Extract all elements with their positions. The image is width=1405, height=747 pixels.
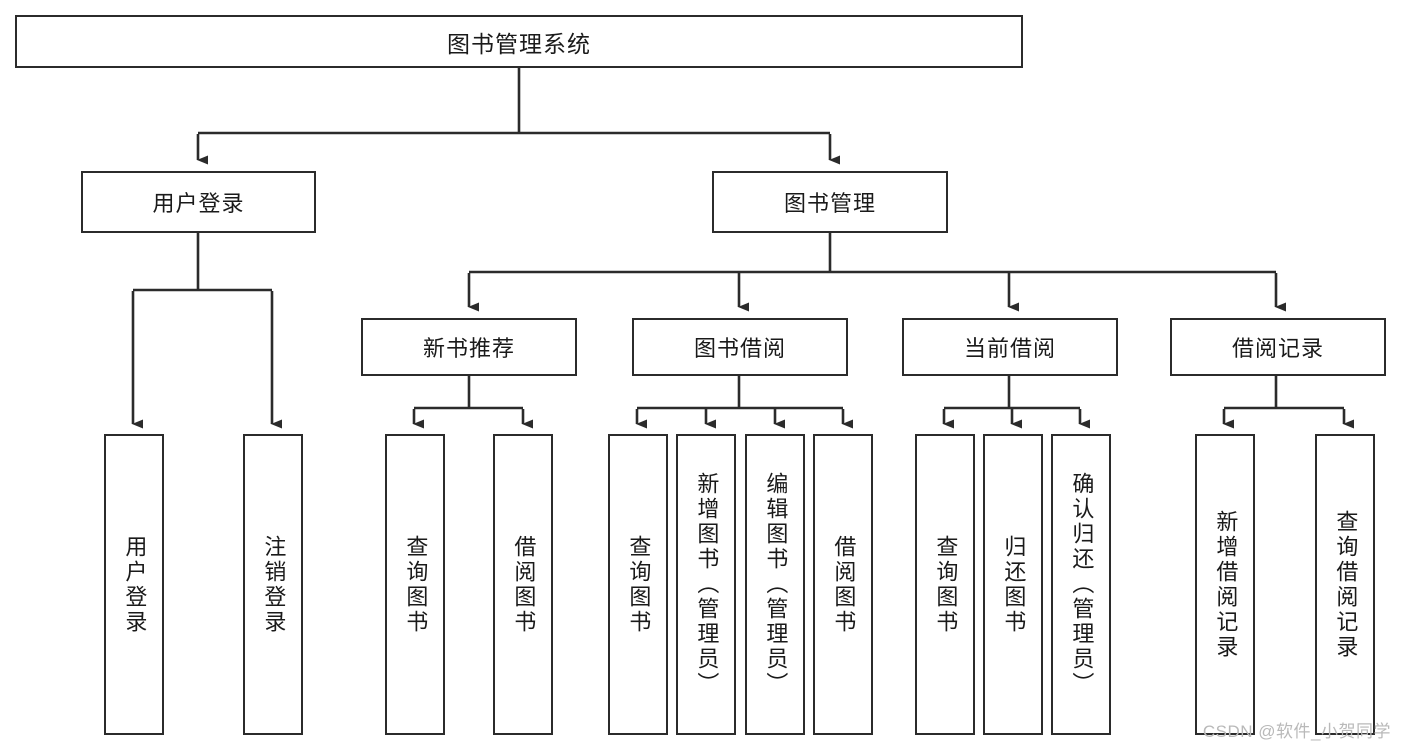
node-leaf-add-book[interactable]: 新增图书（管理员） [676, 434, 736, 735]
node-leaf-logout-login-label: 注销登录 [261, 534, 287, 635]
node-leaf-query-book-3[interactable]: 查询图书 [915, 434, 975, 735]
node-leaf-edit-book[interactable]: 编辑图书（管理员） [745, 434, 805, 735]
csdn-watermark: CSDN @软件_小贺同学 [1202, 722, 1391, 741]
node-book-borrow-label: 图书借阅 [693, 336, 786, 361]
node-leaf-query-record[interactable]: 查询借阅记录 [1315, 434, 1375, 735]
node-leaf-add-record[interactable]: 新增借阅记录 [1195, 434, 1255, 735]
node-leaf-query-record-label: 查询借阅记录 [1333, 509, 1359, 660]
node-leaf-query-book-2[interactable]: 查询图书 [608, 434, 668, 735]
node-leaf-query-book-1[interactable]: 查询图书 [385, 434, 445, 735]
node-leaf-borrow-book-1[interactable]: 借阅图书 [493, 434, 553, 735]
node-user-login[interactable]: 用户登录 [81, 171, 316, 233]
node-current-borrow[interactable]: 当前借阅 [902, 318, 1118, 376]
node-leaf-query-book-3-label: 查询图书 [933, 534, 959, 635]
node-leaf-user-login[interactable]: 用户登录 [104, 434, 164, 735]
node-new-book-recommend-label: 新书推荐 [422, 336, 515, 361]
node-leaf-edit-book-label: 编辑图书（管理员） [763, 472, 789, 697]
node-book-manage-label: 图书管理 [783, 191, 876, 216]
node-leaf-logout-login[interactable]: 注销登录 [243, 434, 303, 735]
node-leaf-return-book[interactable]: 归还图书 [983, 434, 1043, 735]
node-leaf-borrow-book-1-label: 借阅图书 [511, 534, 537, 635]
node-leaf-return-book-label: 归还图书 [1001, 534, 1027, 635]
node-book-manage[interactable]: 图书管理 [712, 171, 948, 233]
node-book-borrow[interactable]: 图书借阅 [632, 318, 848, 376]
node-leaf-query-book-2-label: 查询图书 [626, 534, 652, 635]
node-root-label: 图书管理系统 [447, 30, 591, 57]
node-root[interactable]: 图书管理系统 [15, 15, 1023, 68]
node-leaf-borrow-book-2[interactable]: 借阅图书 [813, 434, 873, 735]
node-leaf-user-login-label: 用户登录 [122, 534, 148, 635]
node-leaf-borrow-book-2-label: 借阅图书 [831, 534, 857, 635]
node-leaf-confirm-return[interactable]: 确认归还（管理员） [1051, 434, 1111, 735]
node-leaf-add-record-label: 新增借阅记录 [1213, 509, 1239, 660]
node-current-borrow-label: 当前借阅 [963, 336, 1056, 361]
node-new-book-recommend[interactable]: 新书推荐 [361, 318, 577, 376]
node-user-login-label: 用户登录 [152, 191, 245, 216]
node-leaf-query-book-1-label: 查询图书 [403, 534, 429, 635]
node-borrow-record[interactable]: 借阅记录 [1170, 318, 1386, 376]
node-leaf-confirm-return-label: 确认归还（管理员） [1069, 472, 1095, 697]
node-leaf-add-book-label: 新增图书（管理员） [694, 472, 720, 697]
node-borrow-record-label: 借阅记录 [1231, 336, 1324, 361]
